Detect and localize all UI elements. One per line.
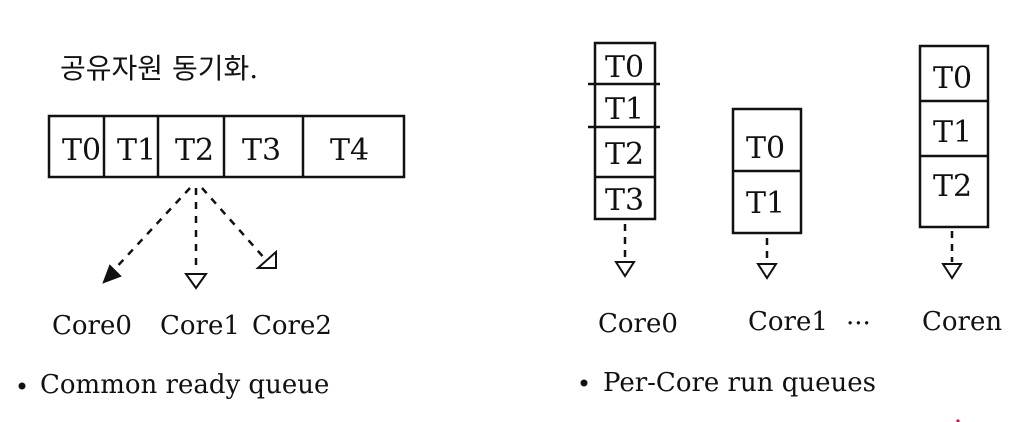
per-core-queue-1 [731, 107, 803, 235]
queue-0-cell-3: T3 [605, 183, 644, 218]
common-cell-2: T2 [175, 133, 214, 168]
arrow-to-core0 [111, 187, 191, 273]
queue-n-cell-2: T2 [933, 169, 972, 204]
accent-dot [956, 419, 960, 422]
per-core-queue-0 [588, 41, 660, 221]
core-label-0: Core0 [52, 311, 132, 341]
arrowhead-queue-1 [756, 263, 778, 280]
bullet-dot [580, 379, 588, 387]
per-core-label-0: Core0 [598, 309, 678, 339]
arrowhead-core1 [184, 273, 208, 290]
common-queue-cells: T0 T1 T2 T3 T4 [62, 133, 369, 168]
arrowhead-core0 [102, 264, 122, 284]
queue-0-cell-0: T0 [605, 50, 644, 85]
common-arrowheads [102, 249, 277, 290]
common-queue [47, 114, 406, 179]
common-cell-3: T3 [242, 133, 281, 168]
per-core-label-n: Coren [922, 307, 1002, 337]
core-label-2: Core2 [252, 311, 332, 341]
common-caption: Common ready queue [40, 370, 329, 400]
queue-0-cell-2: T2 [605, 137, 644, 172]
common-arrows [111, 187, 267, 273]
common-cell-0: T0 [62, 133, 101, 168]
arrowhead-queue-n [941, 263, 963, 280]
arrowhead-queue-0 [614, 261, 636, 278]
queue-n-cell-0: T0 [933, 61, 972, 96]
core-label-1: Core1 [160, 311, 240, 341]
arrowhead-core2 [255, 249, 277, 269]
per-core-queue-n [918, 44, 990, 229]
per-core-queue-0-box [593, 41, 657, 221]
diagram-title: 공유자원 동기화. [60, 52, 258, 85]
per-core-queue-n-box [918, 44, 990, 229]
queue-1-cell-0: T0 [746, 131, 785, 166]
bullet-dot [18, 382, 26, 390]
queue-0-cell-1: T1 [605, 92, 644, 127]
per-core-caption: Per-Core run queues [603, 368, 876, 398]
ellipsis: ... [846, 301, 871, 331]
common-queue-box [47, 114, 406, 179]
arrow-to-core2 [201, 187, 267, 261]
per-core-label-1: Core1 [748, 307, 828, 337]
queue-1-cell-1: T1 [746, 186, 785, 221]
common-cell-4: T4 [330, 133, 369, 168]
queue-n-cell-1: T1 [933, 115, 972, 150]
common-cell-1: T1 [117, 133, 156, 168]
